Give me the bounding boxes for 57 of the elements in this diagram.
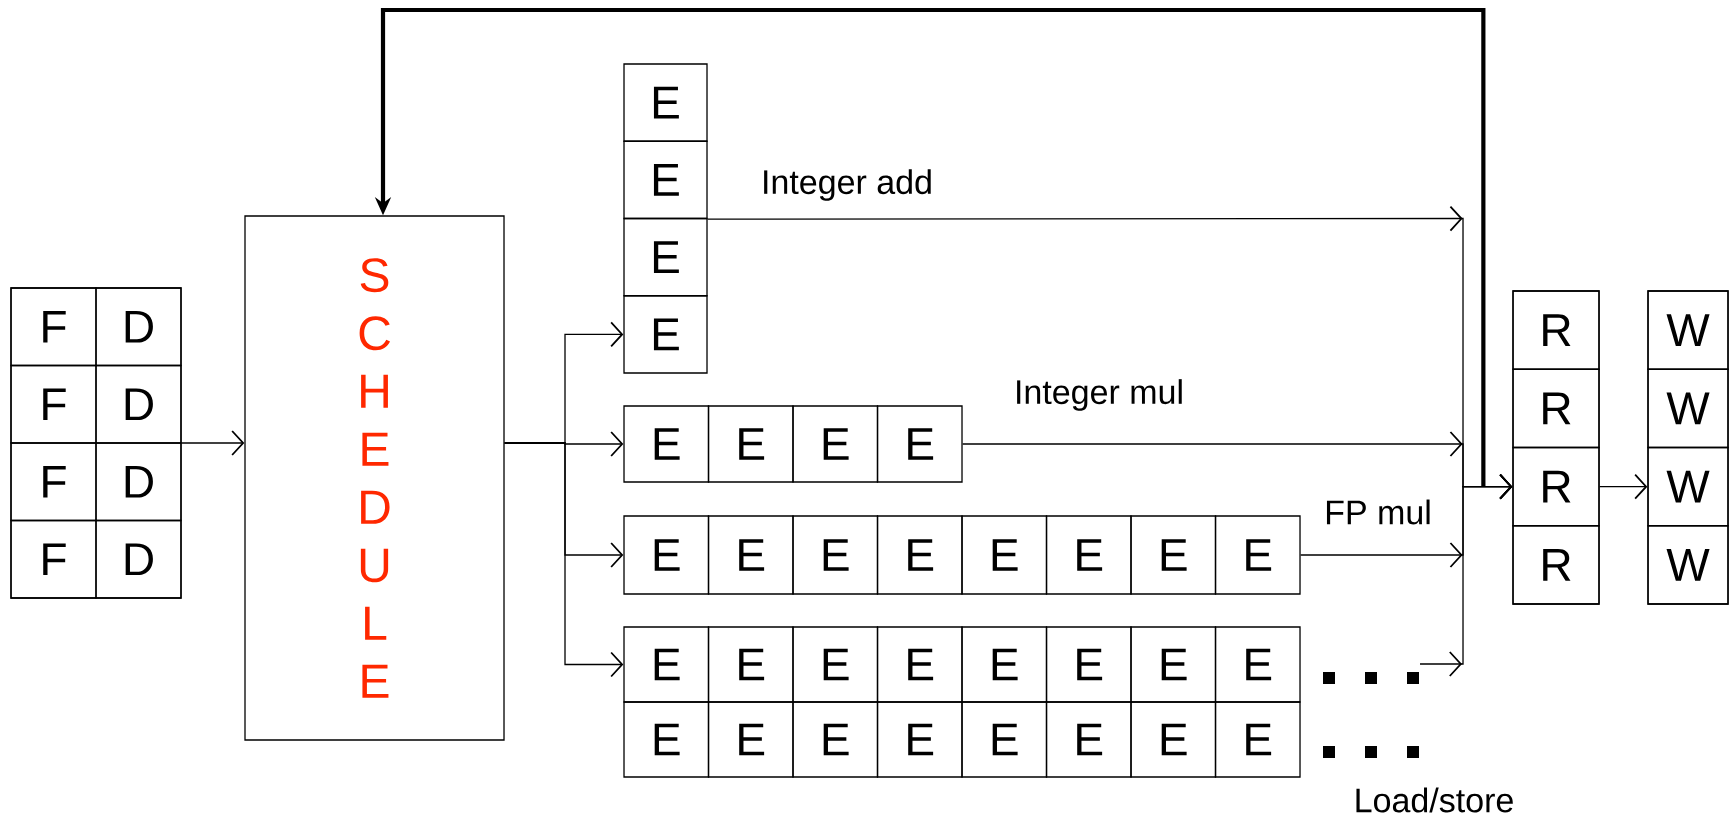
stage-cell: E — [623, 140, 708, 220]
arrow — [1419, 473, 1513, 677]
stage-cell: D — [95, 442, 182, 522]
arrow — [181, 430, 245, 456]
stage-cell: E — [961, 515, 1048, 595]
stage-cell: E — [1214, 515, 1301, 595]
stage-cell: E — [1214, 701, 1301, 778]
stage-cell: E — [792, 701, 879, 778]
unit-label: Integer mul — [1017, 379, 1182, 411]
stage-cell: E — [623, 295, 708, 374]
arrow — [1599, 473, 1648, 500]
stage-cell: F — [10, 287, 97, 367]
stage-cell: E — [1130, 626, 1217, 703]
stage-cell: E — [876, 701, 963, 778]
arrow — [504, 442, 624, 678]
stage-cell: E — [623, 515, 710, 595]
stage-cell: E — [1045, 515, 1132, 595]
stage-cell: E — [623, 701, 710, 778]
stage-cell: E — [623, 626, 710, 703]
stage-cell: E — [707, 515, 794, 595]
stage-cell: E — [623, 63, 708, 142]
stage-cell: E — [961, 701, 1048, 778]
stage-cell: E — [1045, 626, 1132, 703]
stage-cell: E — [707, 626, 794, 703]
stage-cell: W — [1647, 368, 1729, 449]
schedule-box: SCHEDULE — [244, 215, 505, 741]
unit-label: Integer add — [764, 169, 931, 201]
stage-cell: D — [95, 519, 182, 599]
stage-cell: E — [707, 405, 794, 483]
stage-cell: D — [95, 287, 182, 367]
stage-cell: E — [876, 405, 963, 483]
stage-cell: R — [1512, 525, 1600, 605]
stage-cell: F — [10, 364, 97, 444]
stage-cell: E — [1130, 515, 1217, 595]
stage-cell: D — [95, 364, 182, 444]
stage-cell: E — [1130, 701, 1217, 778]
stage-cell: F — [10, 519, 97, 599]
stage-cell: E — [792, 515, 879, 595]
stage-cell: E — [876, 626, 963, 703]
stage-cell: E — [961, 626, 1048, 703]
stage-cell: E — [707, 701, 794, 778]
stage-cell: E — [623, 405, 710, 483]
stage-cell: R — [1512, 446, 1600, 527]
stage-cell: W — [1647, 525, 1729, 605]
stage-cell: R — [1512, 368, 1600, 449]
unit-label: FP mul — [1326, 499, 1430, 525]
stage-cell: W — [1647, 446, 1729, 527]
stage-cell: F — [10, 442, 97, 522]
stage-cell: E — [876, 515, 963, 595]
stage-cell: R — [1512, 290, 1600, 370]
unit-label: Load/store — [1356, 787, 1513, 813]
stage-cell: E — [792, 405, 879, 483]
stage-cell: E — [623, 217, 708, 297]
stage-cell: W — [1647, 290, 1729, 370]
stage-cell: E — [1214, 626, 1301, 703]
stage-cell: E — [792, 626, 879, 703]
stage-cell: E — [1045, 701, 1132, 778]
